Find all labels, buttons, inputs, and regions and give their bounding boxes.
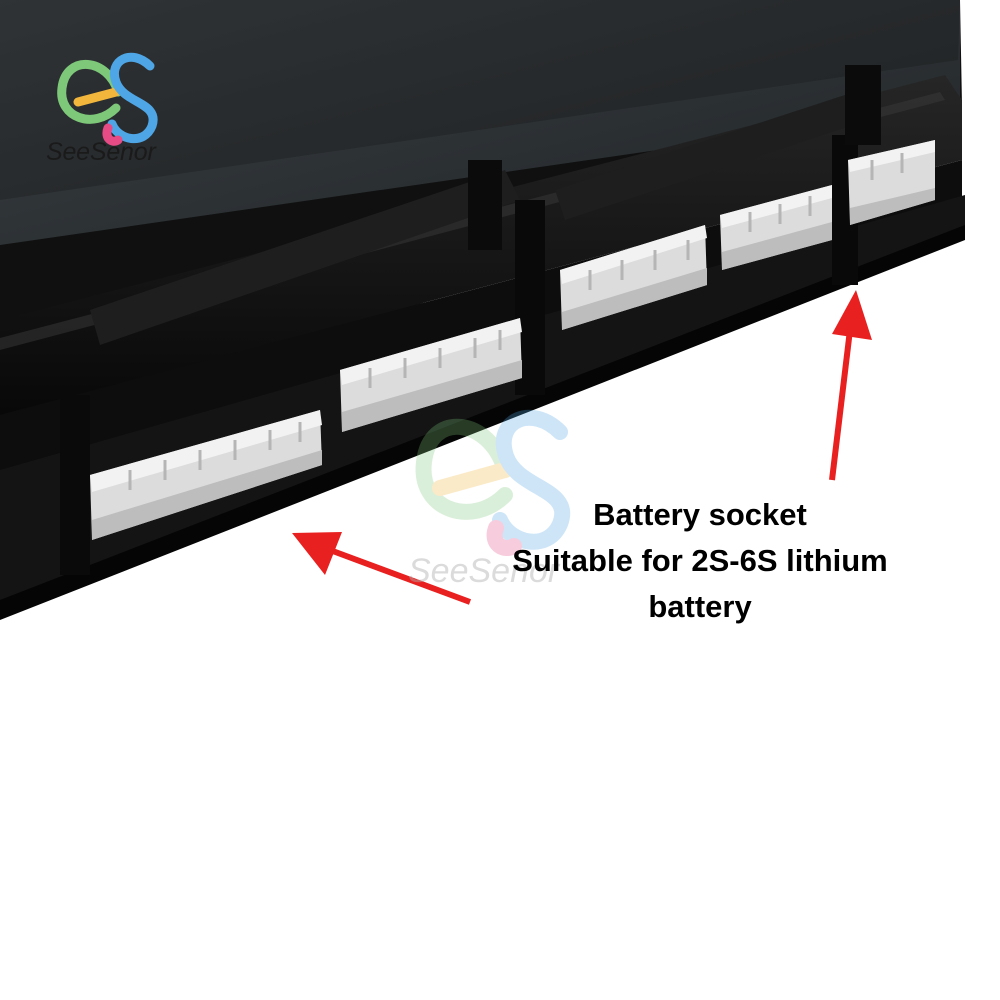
socket-pins [128, 153, 904, 490]
socket-2s [848, 140, 935, 225]
arrow-to-right-socket-icon [829, 290, 872, 481]
watermark-text: SeeSenor [408, 552, 560, 590]
watermark-logo-icon [415, 409, 571, 556]
brand-name: SeeSenor [46, 138, 156, 166]
caption-line-3: battery [648, 589, 752, 624]
battery-checker-device [0, 0, 965, 620]
seesenor-logo-icon [57, 52, 158, 146]
feature-caption: Battery socket Suitable for 2S-6S lithiu… [450, 492, 950, 630]
socket-6s [90, 410, 322, 540]
caption-line-1: Battery socket [593, 497, 807, 532]
socket-4s [560, 225, 707, 330]
caption-line-2: Suitable for 2S-6S lithium [512, 543, 888, 578]
socket-3s [720, 185, 832, 270]
arrow-to-left-socket-icon [292, 532, 472, 605]
